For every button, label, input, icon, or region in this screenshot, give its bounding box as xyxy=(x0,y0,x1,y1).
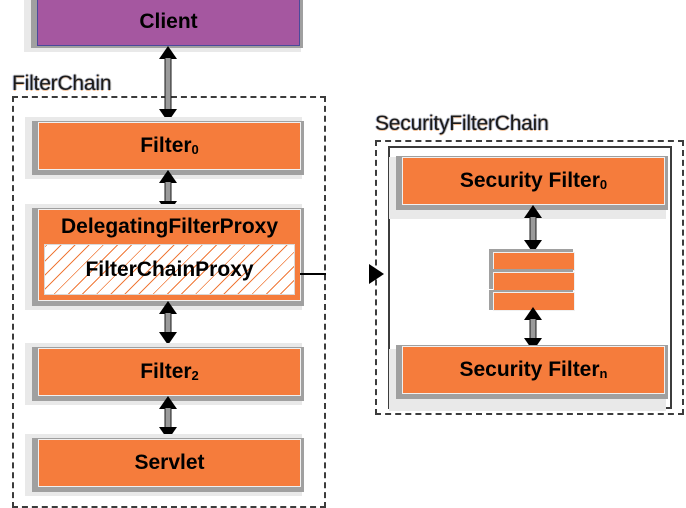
node-filter-2-subscript: 2 xyxy=(191,368,199,384)
arrowhead-up xyxy=(159,396,177,409)
node-filter-chain-proxy-label: FilterChainProxy xyxy=(85,257,254,281)
node-filter-0-label: Filter xyxy=(140,134,192,157)
node-client[interactable]: Client xyxy=(37,0,300,46)
node-filter-chain-proxy[interactable]: FilterChainProxy xyxy=(44,244,295,295)
arrowhead-up xyxy=(159,301,177,314)
group-label-security-filter-chain: SecurityFilterChain xyxy=(375,112,549,135)
node-servlet[interactable]: Servlet xyxy=(38,439,301,487)
arrow-shaft xyxy=(164,182,172,202)
group-label-filter-chain: FilterChain xyxy=(12,72,112,95)
node-security-filter-n-label: Security Filter xyxy=(459,358,600,381)
node-security-filter-0-label: Security Filter xyxy=(459,169,600,192)
node-security-filter-n-subscript: n xyxy=(599,366,608,382)
node-servlet-label: Servlet xyxy=(134,451,205,474)
arrow-client-filter0 xyxy=(159,46,177,122)
arrow-dfp-filter2 xyxy=(159,301,177,345)
node-delegating-filter-proxy-label: DelegatingFilterProxy xyxy=(60,215,279,238)
arrowhead-up xyxy=(524,205,542,218)
arrow-shaft xyxy=(164,408,172,428)
arrowhead-up xyxy=(524,307,542,320)
arrow-shaft xyxy=(529,319,537,339)
edge-fcp-to-securitychain-arrowhead xyxy=(369,264,384,284)
node-filter-0-subscript: 0 xyxy=(191,142,199,158)
arrow-securityfilter0-bars xyxy=(524,205,542,253)
edge-fcp-to-securitychain-line xyxy=(300,273,326,275)
arrowhead-down xyxy=(159,332,177,345)
ellipsis-bar-2 xyxy=(493,272,575,291)
node-filter-2-label: Filter xyxy=(140,360,192,383)
arrow-shaft xyxy=(529,217,537,241)
arrowhead-up xyxy=(159,170,177,183)
node-client-label: Client xyxy=(139,10,198,33)
arrow-shaft xyxy=(164,313,172,333)
node-delegating-filter-proxy[interactable]: DelegatingFilterProxy FilterChainProxy xyxy=(38,209,301,301)
arrowhead-up xyxy=(159,46,177,59)
arrow-shaft xyxy=(164,58,172,110)
node-security-filter-0-subscript: 0 xyxy=(599,177,608,193)
